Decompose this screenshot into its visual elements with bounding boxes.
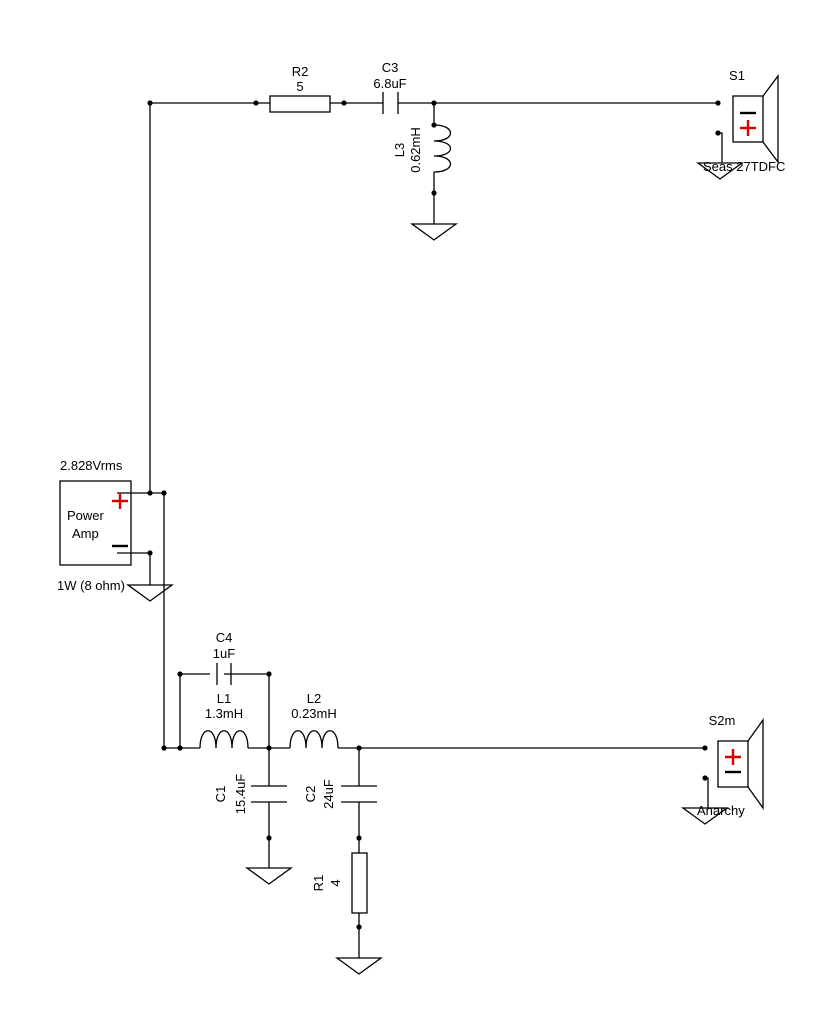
s2-ref-label: S2m (709, 713, 736, 728)
junction-dots (147, 100, 721, 930)
c4-value-label: 1uF (213, 646, 235, 661)
resistor-r2[interactable] (269, 95, 331, 113)
ground-l3 (410, 223, 458, 241)
amp-label-line1: Power (67, 508, 105, 523)
capacitor-c4[interactable] (216, 663, 232, 685)
c4-ref-label: C4 (216, 630, 233, 645)
c3-value-label: 6.8uF (373, 76, 406, 91)
amp-voltage-label: 2.828Vrms (60, 458, 123, 473)
l3-value-label: 0.62mH (408, 127, 423, 173)
s2-model-label: Anarchy (697, 803, 745, 818)
c1-ref-label: C1 (213, 786, 228, 803)
l3-ref-label: L3 (392, 143, 407, 157)
s1-plus-terminal (740, 120, 756, 136)
ground-s2 (681, 807, 729, 825)
r2-ref-label: R2 (292, 64, 309, 79)
capacitor-c1[interactable] (251, 785, 287, 803)
capacitor-c3[interactable] (382, 92, 399, 114)
r1-ref-label: R1 (311, 875, 326, 892)
s2-plus-terminal (725, 749, 741, 765)
l1-value-label: 1.3mH (205, 706, 243, 721)
c3-ref-label: C3 (382, 60, 399, 75)
inductor-l2[interactable] (289, 730, 339, 749)
amp-power-label: 1W (8 ohm) (57, 578, 125, 593)
capacitor-c2[interactable] (341, 785, 377, 803)
l2-value-label: 0.23mH (291, 706, 337, 721)
wires (117, 102, 723, 958)
r2-value-label: 5 (296, 79, 303, 94)
ground-amp (126, 584, 174, 602)
l1-ref-label: L1 (217, 691, 231, 706)
amp-plus-terminal (112, 493, 128, 509)
l2-ref-label: L2 (307, 691, 321, 706)
resistor-r1[interactable] (351, 852, 368, 914)
speaker-s2[interactable] (717, 717, 764, 811)
s1-ref-label: S1 (729, 68, 745, 83)
s1-model-label: Seas 27TDFC (703, 159, 785, 174)
ground-s1 (696, 162, 744, 180)
r1-value-label: 4 (328, 879, 343, 886)
c2-ref-label: C2 (303, 786, 318, 803)
ground-c1 (245, 867, 293, 885)
ground-r1 (335, 957, 383, 975)
speaker-s1[interactable] (732, 74, 779, 164)
amp-label-line2: Amp (72, 526, 99, 541)
inductor-l1[interactable] (199, 730, 249, 749)
c2-value-label: 24uF (321, 779, 336, 809)
c1-value-label: 15.4uF (233, 774, 248, 815)
inductor-l3[interactable] (433, 124, 452, 173)
power-amp[interactable]: Power Amp (59, 480, 132, 566)
